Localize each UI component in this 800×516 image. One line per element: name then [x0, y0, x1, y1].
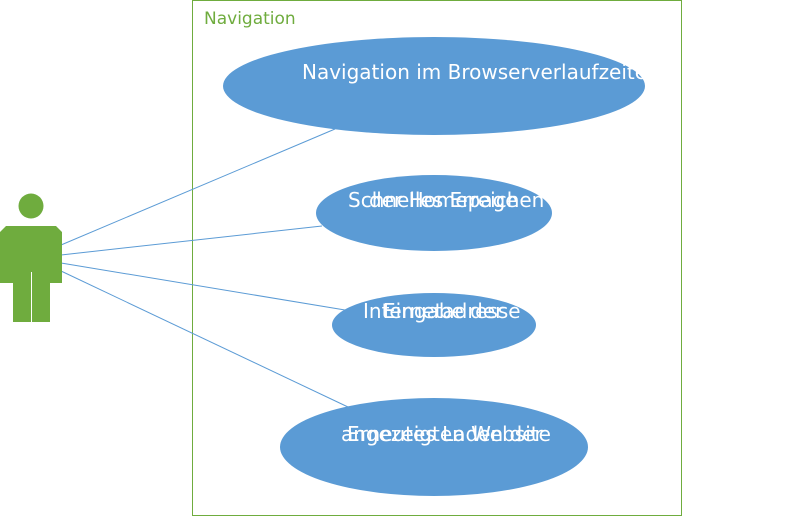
connector-uc4 — [60, 270, 349, 408]
use-case-uc1[interactable] — [223, 37, 645, 135]
connector-uc3 — [60, 262, 346, 311]
use-case-uc2-label-line1: Schnelles Erreichen — [348, 188, 545, 212]
use-case-uc2[interactable] — [316, 175, 552, 251]
use-case-uc1-label: Navigation im Browserverlaufzeiten — [302, 60, 660, 84]
use-case-uc2-label-line2: der Homepage — [369, 188, 518, 212]
use-case-uc3-label-line1: Internetadresse — [363, 299, 521, 323]
use-case-uc4[interactable] — [280, 398, 588, 496]
actor-head — [18, 193, 44, 219]
connector-uc2 — [60, 225, 323, 256]
use-case-uc4-label-line2: Erneutes Laden der — [347, 422, 543, 446]
connector-uc1 — [60, 128, 336, 246]
boundary-title: Navigation — [204, 9, 296, 29]
use-case-uc3-label-line2: Eingabe der — [383, 299, 504, 323]
use-case-uc3[interactable] — [332, 293, 536, 357]
use-case-uc4-label-line1: angezeigten Website — [341, 422, 551, 446]
actor-user-icon[interactable] — [0, 193, 62, 323]
